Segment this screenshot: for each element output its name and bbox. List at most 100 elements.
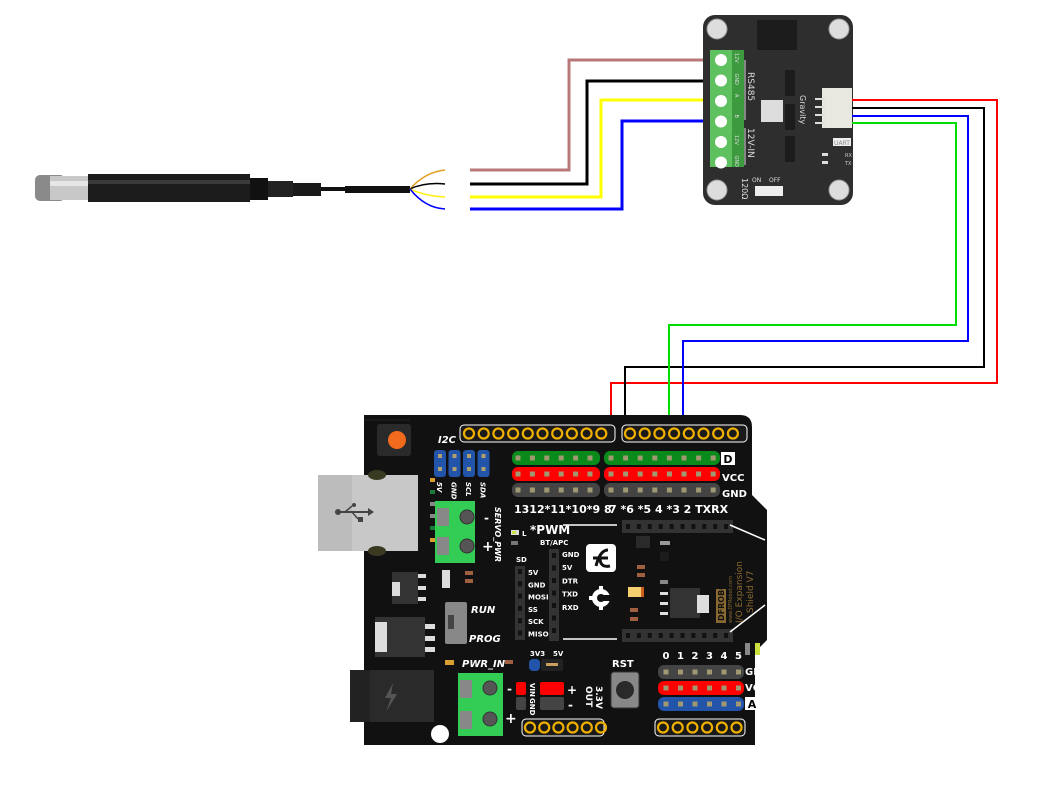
sd-pin[interactable] (518, 618, 522, 624)
digital-pin-RX-gnd[interactable] (710, 487, 716, 493)
top-header-hole[interactable] (595, 427, 608, 440)
terminal-screw-3[interactable] (715, 115, 727, 128)
sd-pin[interactable] (518, 605, 522, 611)
digital-pin-*3-vcc[interactable] (666, 471, 672, 477)
top-header-hole[interactable] (712, 427, 725, 440)
digital-pin-*11-signal[interactable] (544, 455, 550, 461)
digital-pin-7-signal[interactable] (608, 455, 614, 461)
analog-pin-A1-vcc[interactable] (678, 685, 683, 691)
out-jumper-plus[interactable] (540, 682, 564, 695)
header-pin[interactable] (724, 633, 729, 638)
analog-pin-A4-gnd[interactable] (721, 669, 727, 675)
digital-pin-12-signal[interactable] (529, 455, 535, 461)
header-pin[interactable] (636, 524, 641, 529)
digital-pin-TX-signal[interactable] (696, 455, 702, 461)
digital-pin-12-gnd[interactable] (529, 487, 535, 493)
screw-icon[interactable] (482, 711, 498, 727)
header-pin[interactable] (626, 633, 630, 638)
bt-pin[interactable] (552, 603, 556, 608)
digital-pin-*11-gnd[interactable] (544, 487, 550, 493)
digital-pin-4-gnd[interactable] (652, 487, 658, 493)
terminal-screw-2[interactable] (715, 95, 727, 107)
wire-blue-rx[interactable] (682, 115, 969, 455)
wire-yellow-a[interactable] (470, 98, 716, 199)
top-button[interactable] (388, 431, 406, 449)
header-pin[interactable] (702, 524, 707, 529)
bottom-header-hole[interactable] (594, 721, 608, 734)
analog-pin-A0-vcc[interactable] (663, 685, 669, 691)
digital-pin-13-gnd[interactable] (515, 487, 521, 493)
top-header-hole[interactable] (580, 427, 593, 440)
digital-pin-7-vcc[interactable] (608, 471, 614, 477)
top-header-hole[interactable] (653, 427, 666, 440)
header-pin[interactable] (691, 524, 696, 529)
run-prog-slider[interactable] (448, 615, 454, 629)
analog-pin-A3-vcc[interactable] (707, 685, 712, 691)
digital-pin-4-vcc[interactable] (652, 471, 658, 477)
digital-pin-2-vcc[interactable] (681, 471, 687, 477)
digital-pin-2-signal[interactable] (681, 455, 687, 461)
bottom-header-hole[interactable] (700, 721, 714, 734)
vin-jumper[interactable] (516, 682, 526, 695)
run-prog-switch[interactable] (445, 602, 467, 644)
termination-switch[interactable] (755, 186, 783, 196)
top-header-hole[interactable] (477, 427, 490, 440)
bt-pin[interactable] (552, 590, 556, 596)
top-header-hole[interactable] (506, 427, 520, 440)
digital-pin-*6-vcc[interactable] (623, 471, 629, 477)
terminal-screw-1[interactable] (715, 74, 727, 87)
terminal-screw-0[interactable] (715, 54, 727, 66)
bottom-header-hole[interactable] (580, 721, 593, 734)
screw-icon[interactable] (482, 680, 498, 696)
analog-pin-A2-vcc[interactable] (692, 685, 698, 691)
digital-pin-*6-signal[interactable] (623, 455, 629, 461)
digital-pin-13-signal[interactable] (515, 455, 521, 461)
top-header-hole[interactable] (565, 427, 579, 440)
top-header-hole[interactable] (623, 427, 637, 440)
digital-pin-RX-vcc[interactable] (710, 471, 716, 477)
analog-pin-A0-gnd[interactable] (663, 669, 669, 675)
sd-pin[interactable] (518, 581, 522, 587)
bottom-header-hole[interactable] (552, 721, 565, 734)
header-pin[interactable] (669, 633, 674, 638)
bt-pin[interactable] (552, 615, 556, 621)
header-pin[interactable] (647, 524, 652, 529)
analog-pin-A5-vcc[interactable] (736, 685, 741, 691)
digital-pin-*9-vcc[interactable] (573, 471, 579, 477)
analog-pin-A5-signal[interactable] (736, 701, 741, 707)
bottom-header-hole[interactable] (538, 721, 551, 734)
digital-pin-*3-gnd[interactable] (666, 487, 672, 493)
digital-pin-8-gnd[interactable] (587, 487, 593, 493)
digital-pin-4-signal[interactable] (652, 455, 658, 461)
digital-pin-12-vcc[interactable] (529, 471, 535, 477)
analog-pin-A5-gnd[interactable] (736, 669, 741, 675)
header-pin[interactable] (680, 524, 685, 529)
top-header-hole[interactable] (726, 427, 740, 440)
digital-pin-*9-gnd[interactable] (573, 487, 579, 493)
digital-pin-TX-gnd[interactable] (696, 487, 702, 493)
header-pin[interactable] (713, 633, 718, 638)
analog-pin-A1-signal[interactable] (678, 701, 683, 707)
i2c-pin-scl[interactable] (463, 450, 475, 477)
digital-pin-*10-signal[interactable] (558, 455, 564, 461)
wire-red-vcc[interactable] (610, 99, 998, 468)
i2c-pin-gnd[interactable] (448, 450, 461, 477)
analog-pin-A3-gnd[interactable] (707, 669, 712, 675)
top-header-hole[interactable] (536, 427, 549, 440)
digital-pin-13-vcc[interactable] (515, 471, 521, 477)
digital-pin-8-signal[interactable] (587, 455, 593, 461)
top-header-hole[interactable] (682, 427, 695, 440)
bottom-header-hole[interactable] (523, 721, 537, 734)
screw-icon[interactable] (459, 538, 475, 554)
header-pin[interactable] (680, 633, 685, 638)
digital-pin-7-gnd[interactable] (608, 487, 614, 493)
top-header-hole[interactable] (462, 427, 476, 440)
analog-pin-A1-gnd[interactable] (678, 669, 683, 675)
screw-icon[interactable] (459, 509, 475, 525)
header-pin[interactable] (626, 524, 630, 529)
bt-pin[interactable] (552, 553, 556, 558)
header-pin[interactable] (636, 633, 641, 638)
digital-pin-*6-gnd[interactable] (623, 487, 629, 493)
digital-pin-*5-vcc[interactable] (637, 471, 643, 477)
digital-pin-*3-signal[interactable] (666, 455, 672, 461)
